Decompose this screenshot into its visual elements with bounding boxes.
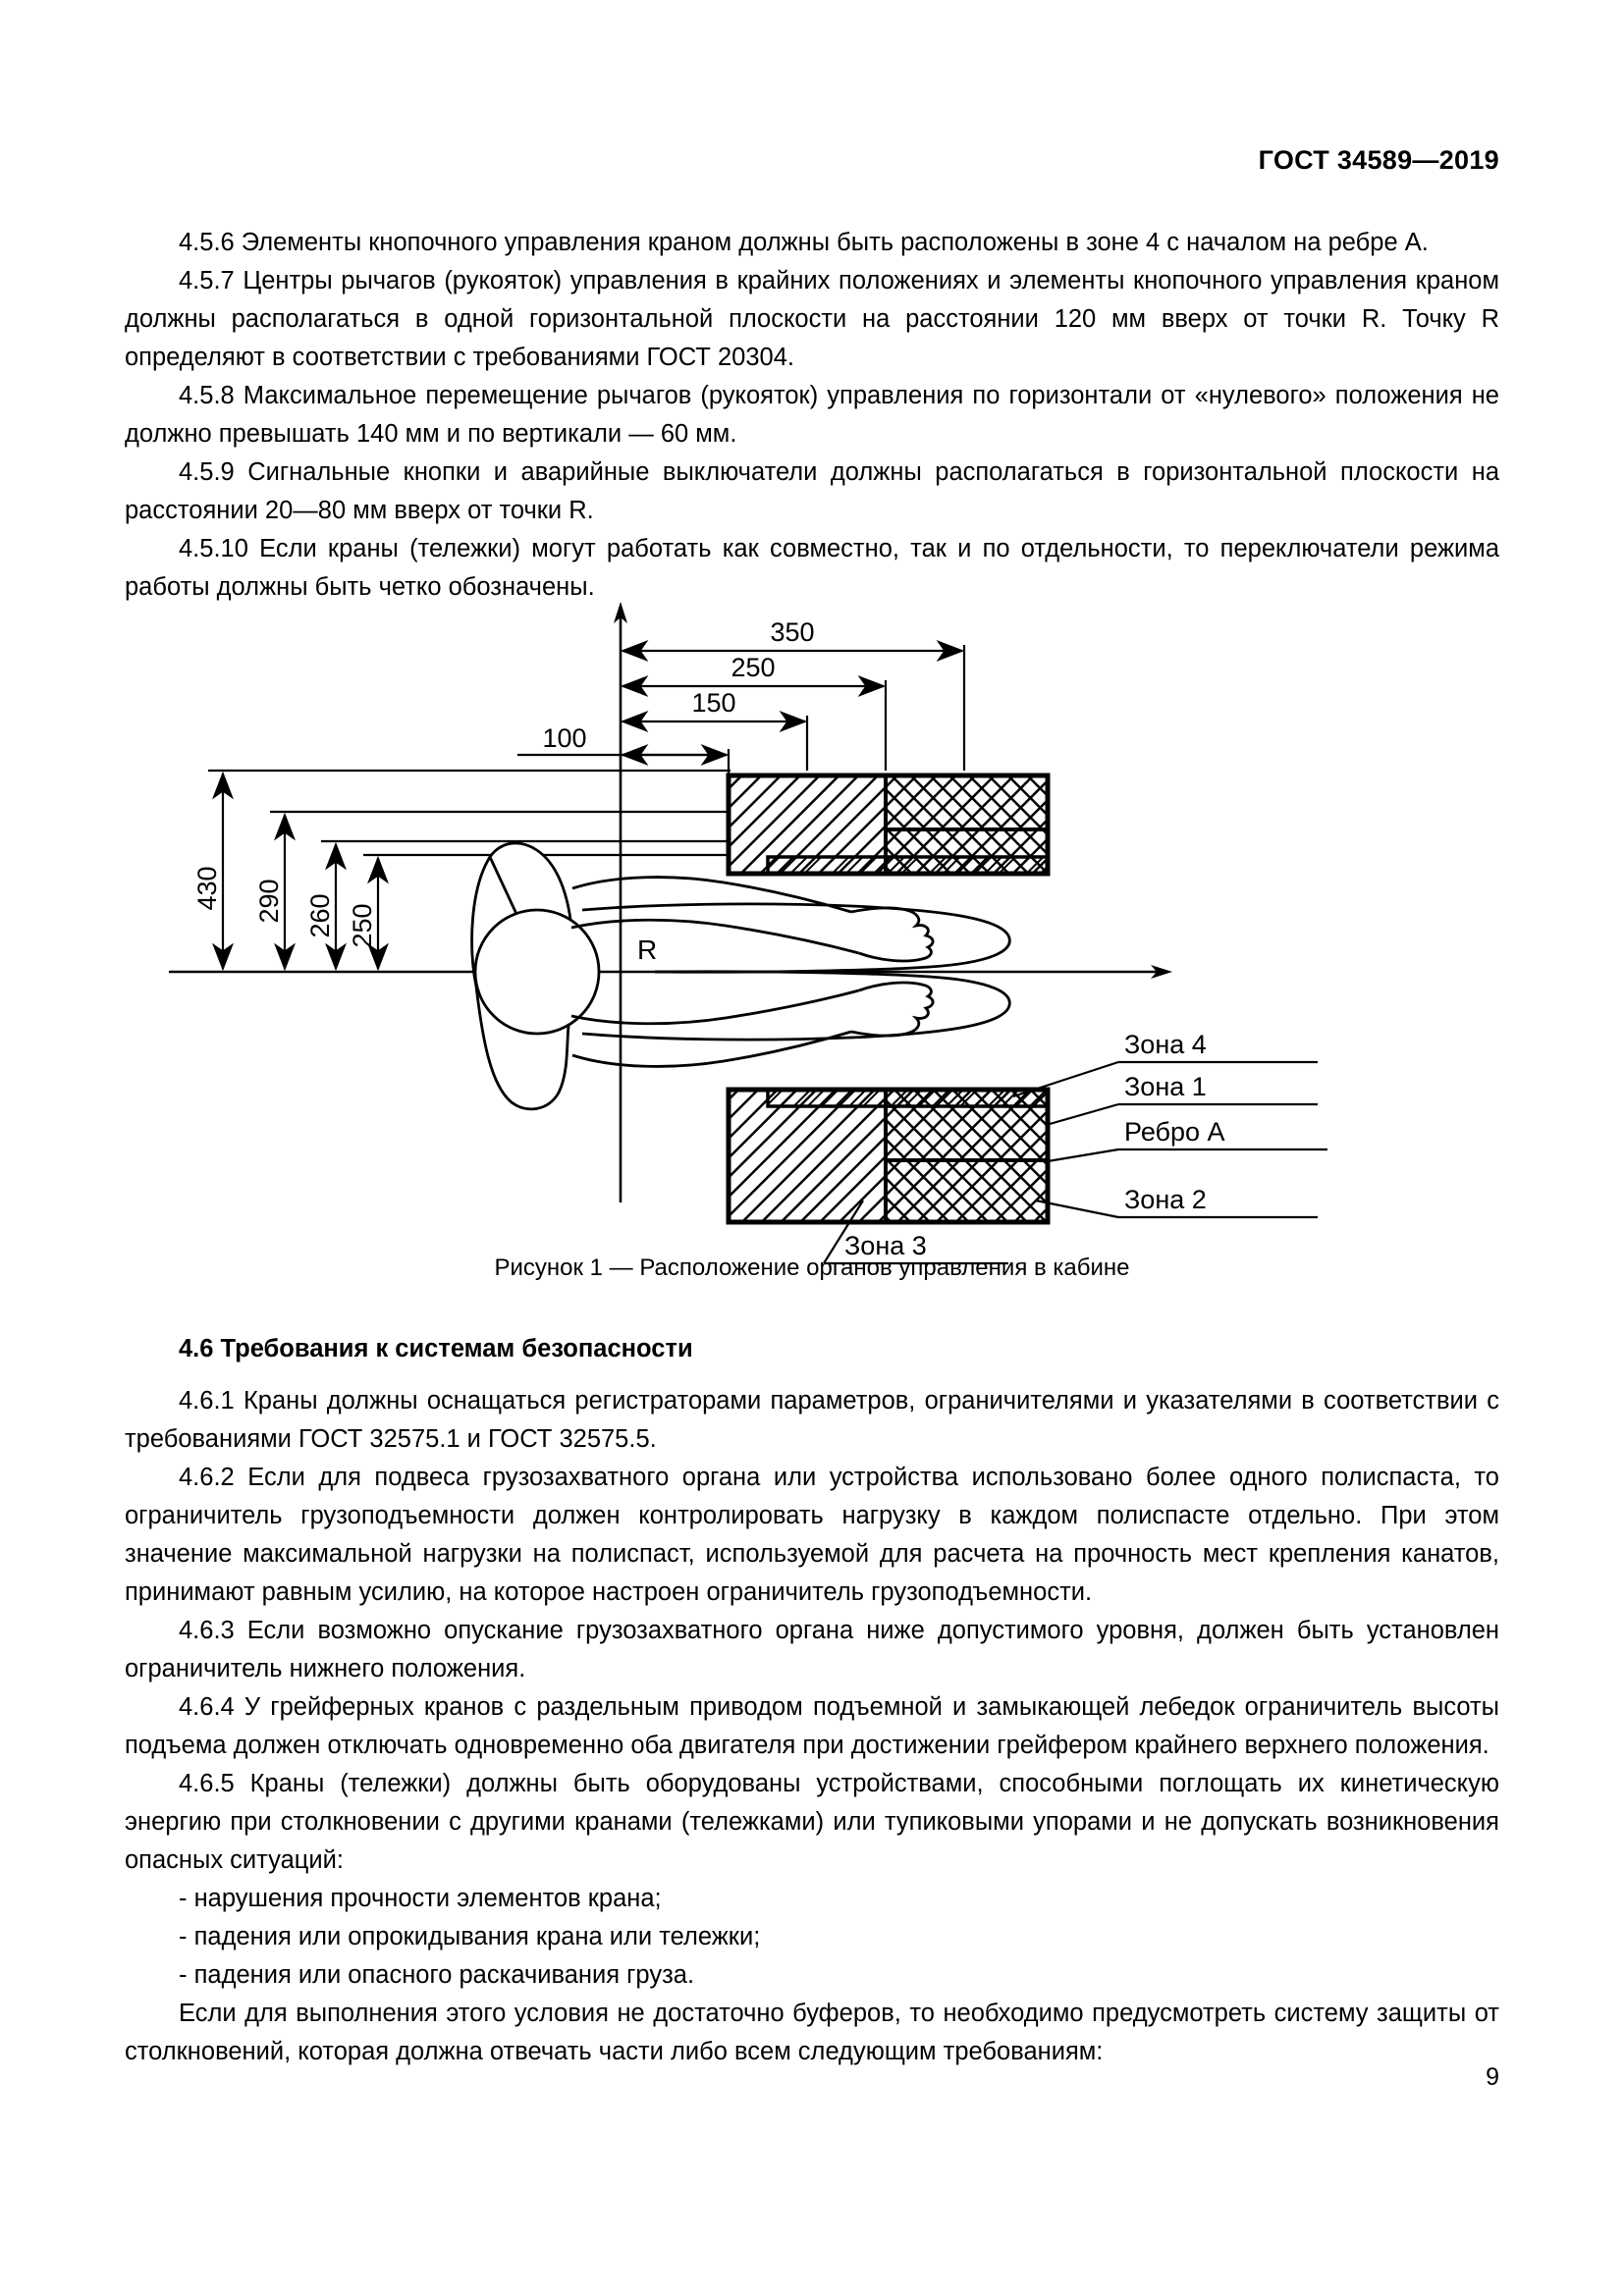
zone-label-4: Зона 4 xyxy=(1124,1030,1207,1059)
dim-label-430: 430 xyxy=(192,866,222,910)
horizontal-dimension-labels: 350 250 150 100 xyxy=(542,617,814,753)
vertical-dimension-group xyxy=(208,769,731,972)
operator-arm-upper-top xyxy=(571,876,852,914)
leader-zone-4 xyxy=(1012,1060,1119,1098)
paragraph-4-5-7: 4.5.7 Центры рычагов (рукояток) управлен… xyxy=(125,267,1499,371)
dim-label-100: 100 xyxy=(542,723,586,753)
paragraph-4-6-3: 4.6.3 Если возможно опускание грузозахва… xyxy=(125,1617,1499,1682)
axis-vertical-arrowhead xyxy=(614,602,627,623)
dim-label-350: 350 xyxy=(770,617,814,647)
paragraph-4-6-2: 4.6.2 Если для подвеса грузозахватного о… xyxy=(125,1464,1499,1606)
figure-1-canvas: 350 250 150 100 xyxy=(125,594,1499,1266)
dash-item-2: - падения или опрокидывания крана или те… xyxy=(179,1923,761,1950)
dim-label-260: 260 xyxy=(305,893,335,937)
operator-arm-lower-top xyxy=(571,1030,852,1068)
operator-head xyxy=(473,908,601,1036)
body-text-upper: 4.5.6 Элементы кнопочного управления кра… xyxy=(125,224,1499,607)
control-box-top-right-upper-cell xyxy=(884,774,1050,831)
page-number: 9 xyxy=(1486,2063,1499,2091)
operator-figure xyxy=(470,841,1011,1111)
paragraph-4-6-1: 4.6.1 Краны должны оснащаться регистрато… xyxy=(125,1387,1499,1453)
operator-hand-top xyxy=(850,906,935,963)
page-content: ГОСТ 34589—2019 4.5.6 Элементы кнопочног… xyxy=(125,0,1499,2296)
zone-label-2: Зона 2 xyxy=(1124,1185,1207,1214)
control-box-bottom xyxy=(726,1087,1051,1225)
operator-extended-arm-top xyxy=(581,902,1011,974)
leader-edge-a xyxy=(1047,1148,1119,1163)
zone-labels: Зона 4 Зона 1 Ребро А Зона 2 Зона 3 xyxy=(844,1030,1225,1260)
section-heading-4-6: 4.6 Требования к системам безопасности xyxy=(179,1335,693,1362)
point-r-label: R xyxy=(637,934,657,965)
paragraph-4-5-9: 4.5.9 Сигнальные кнопки и аварийные выкл… xyxy=(125,458,1499,524)
heading-spacer xyxy=(125,1368,1499,1382)
operator-arm-upper-bottom xyxy=(570,918,860,955)
vertical-dimension-labels: 430 290 260 250 xyxy=(192,866,377,947)
zone-label-1: Зона 1 xyxy=(1124,1072,1207,1101)
paragraph-4-5-6: 4.5.6 Элементы кнопочного управления кра… xyxy=(179,229,1429,256)
dim-label-250: 250 xyxy=(731,653,775,682)
control-box-top-edge-strip xyxy=(766,855,1050,876)
leader-zone-3 xyxy=(823,1200,864,1264)
axis-horizontal-arrowhead xyxy=(1151,965,1172,979)
zone-label-edge-a: Ребро А xyxy=(1124,1117,1225,1147)
paragraph-4-5-8: 4.5.8 Максимальное перемещение рычагов (… xyxy=(125,382,1499,448)
figure-1-block: 350 250 150 100 xyxy=(125,594,1499,1266)
dash-item-3: - падения или опасного раскачивания груз… xyxy=(179,1961,695,1989)
leader-zone-1 xyxy=(1049,1102,1119,1126)
paragraph-4-6-4: 4.6.4 У грейферных кранов с раздельным п… xyxy=(125,1693,1499,1759)
figure-1-drawing: 350 250 150 100 xyxy=(169,602,1327,1265)
operator-arm-lower-bottom xyxy=(570,988,860,1026)
operator-hand-bottom xyxy=(850,981,935,1038)
operator-extended-arm-bottom xyxy=(581,970,1011,1041)
dim-label-250v: 250 xyxy=(348,903,377,947)
paragraph-4-5-10: 4.5.10 Если краны (тележки) могут работа… xyxy=(125,535,1499,601)
dim-label-290: 290 xyxy=(254,879,284,923)
body-text-lower: 4.6 Требования к системам безопасности 4… xyxy=(125,1330,1499,2071)
paragraph-4-6-5: 4.6.5 Краны (тележки) должны быть оборуд… xyxy=(125,1770,1499,1874)
leader-zone-2 xyxy=(1035,1199,1119,1219)
control-box-bottom-edge-strip xyxy=(766,1088,1050,1108)
figure-1-caption: Рисунок 1 — Расположение органов управле… xyxy=(494,1255,1130,1281)
dash-item-1: - нарушения прочности элементов крана; xyxy=(179,1885,662,1912)
page-header-standard-number: ГОСТ 34589—2019 xyxy=(1258,145,1499,175)
control-box-top xyxy=(726,773,1051,877)
paragraph-closing: Если для выполнения этого условия не дос… xyxy=(125,2000,1499,2065)
control-box-bottom-right-lower-cell xyxy=(884,1158,1050,1224)
zone-label-3: Зона 3 xyxy=(844,1231,927,1260)
zone-leader-lines xyxy=(823,1060,1327,1265)
dim-label-150: 150 xyxy=(691,688,735,718)
